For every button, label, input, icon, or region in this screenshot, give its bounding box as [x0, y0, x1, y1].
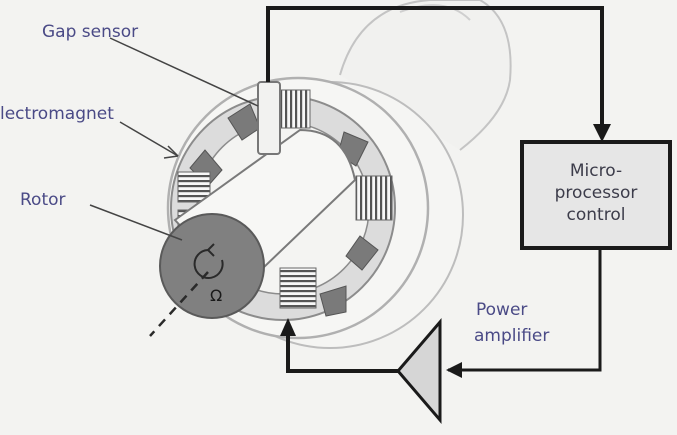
gap-sensor-probe — [257, 81, 281, 155]
coil-right — [355, 175, 393, 221]
controller-label-line2: processor — [554, 183, 638, 203]
power-amplifier-triangle — [396, 317, 442, 425]
coil-bottom — [279, 267, 317, 309]
leader-lines — [89, 37, 259, 241]
controller-output-wire — [448, 248, 602, 372]
rotor-label: Rotor — [20, 190, 66, 210]
rotor-disc — [159, 213, 265, 319]
rotation-arrow — [193, 249, 224, 279]
shaft-housing — [339, 0, 512, 151]
omega-label: Ω — [210, 286, 223, 305]
power-amplifier-label-line1: Power — [476, 300, 528, 320]
controller-box — [520, 140, 672, 250]
coil-top — [275, 89, 311, 129]
stator-poles — [189, 103, 379, 317]
controller-label-line3: control — [566, 205, 626, 225]
sensor-wire-arrow — [593, 124, 611, 142]
electromagnet-arrow-head — [163, 145, 179, 159]
electromagnet-label: lectromagnet — [0, 104, 114, 124]
amplifier-output-arrow — [280, 318, 296, 336]
coil-left-upper — [177, 171, 211, 203]
rotor-axis-dashed — [149, 271, 209, 337]
controller-label-line1: Micro- — [569, 161, 623, 181]
power-amplifier-label-line2: amplifier — [474, 326, 550, 346]
controller-output-arrow — [446, 362, 462, 378]
sensor-wire — [266, 6, 604, 138]
controller-label: Micro- processor control — [526, 160, 666, 226]
gap-sensor-label: Gap sensor — [42, 22, 139, 42]
amplifier-output-wire — [286, 326, 398, 373]
